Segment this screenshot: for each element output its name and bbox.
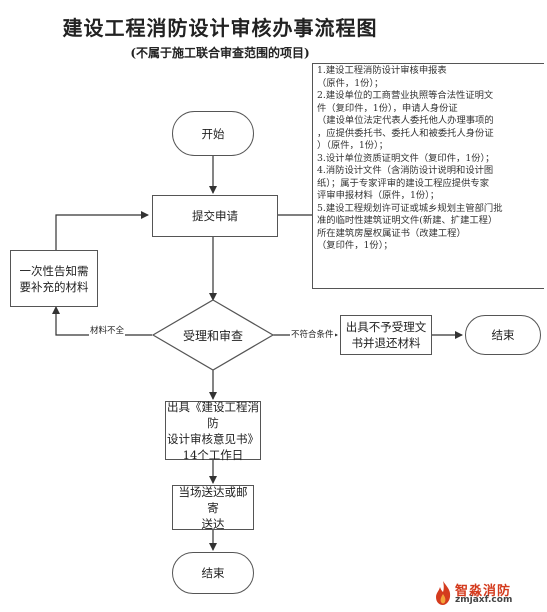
requirement-line: 准的临时性建筑证明文件(新建、扩建工程） <box>317 215 498 226</box>
requirement-line: 4.消防设计文件（含消防设计说明和设计图 <box>317 165 494 176</box>
issue-line-2: 设计审核意见书》 <box>167 431 259 446</box>
requirement-line: （原件，1份）； <box>317 77 384 89</box>
review-label: 受理和审查 <box>182 329 243 343</box>
end-node-right: 结束 <box>465 315 541 355</box>
submit-node: 提交申请 <box>152 195 278 237</box>
reject-line-2: 书并退还材料 <box>351 336 421 350</box>
end-node-bottom: 结束 <box>172 552 254 594</box>
watermark-name: 智淼消防 <box>455 584 512 599</box>
requirement-line: ，应提供委托书、委托人和被委托人身份证 <box>317 127 494 139</box>
end-bottom-label: 结束 <box>201 566 225 580</box>
deliver-line-2: 送达 <box>201 516 225 531</box>
requirement-line: 所在建筑房屋权属证书（改建工程） <box>317 227 466 239</box>
deliver-line-1: 当场送达或邮寄 <box>178 484 248 515</box>
start-node: 开始 <box>172 111 254 156</box>
requirement-line: （复印件，1份）； <box>317 240 393 251</box>
edge-supplement-submit <box>55 211 149 250</box>
issue-node: 出具《建设工程消防 设计审核意见书》 14个工作日 <box>165 399 261 462</box>
requirement-line: 评审申报材料（原件，1份）； <box>317 190 440 201</box>
requirement-line: 2.建设单位的工商营业执照等合法性证明文 <box>317 90 494 101</box>
deliver-node: 当场送达或邮寄 送达 <box>172 484 254 531</box>
requirement-line: 件（复印件，1份），申请人身份证 <box>317 102 458 114</box>
requirement-line: 5.建设工程规划许可证或城乡规划主管部门批 <box>317 202 503 214</box>
page-subtitle: (不属于施工联合审查范围的项目) <box>130 46 310 60</box>
requirement-line: ）（原件，1份）； <box>317 140 388 151</box>
requirement-line: 1.建设工程消防设计审核申报表 <box>317 65 447 76</box>
requirement-line: （建设单位法定代表人委托他人办理事项的 <box>317 115 494 126</box>
page-title: 建设工程消防设计审核办事流程图 <box>62 16 378 40</box>
supplement-node: 一次性告知需 要补充的材料 <box>10 250 98 307</box>
issue-line-1: 出具《建设工程消防 <box>167 399 259 430</box>
requirements-list: 1.建设工程消防设计审核申报表 （原件，1份）； 2.建设单位的工商营业执照等合… <box>312 63 544 289</box>
watermark-logo: 智淼消防 zmjaxf.com <box>433 578 543 610</box>
requirement-line: 纸）；属于专家评审的建设工程应提供专家 <box>317 177 489 189</box>
issue-line-3: 14个工作日 <box>182 447 244 462</box>
edge-label-incomplete: 材料不全 <box>89 326 126 336</box>
supplement-line-2: 要补充的材料 <box>19 279 89 294</box>
start-label: 开始 <box>201 126 225 141</box>
submit-label: 提交申请 <box>192 209 238 223</box>
edge-label-not-eligible: 不符合条件 <box>290 330 335 340</box>
review-diamond <box>151 299 275 371</box>
end-right-label: 结束 <box>491 328 515 342</box>
supplement-line-1: 一次性告知需 <box>19 263 89 278</box>
reject-node: 出具不予受理文 书并退还材料 <box>340 315 432 355</box>
flame-icon <box>436 581 451 605</box>
watermark-url: zmjaxf.com <box>455 595 513 605</box>
reject-line-1: 出具不予受理文 <box>345 320 427 334</box>
requirement-line: 3.设计单位资质证明文件（复印件，1份）； <box>317 152 495 164</box>
